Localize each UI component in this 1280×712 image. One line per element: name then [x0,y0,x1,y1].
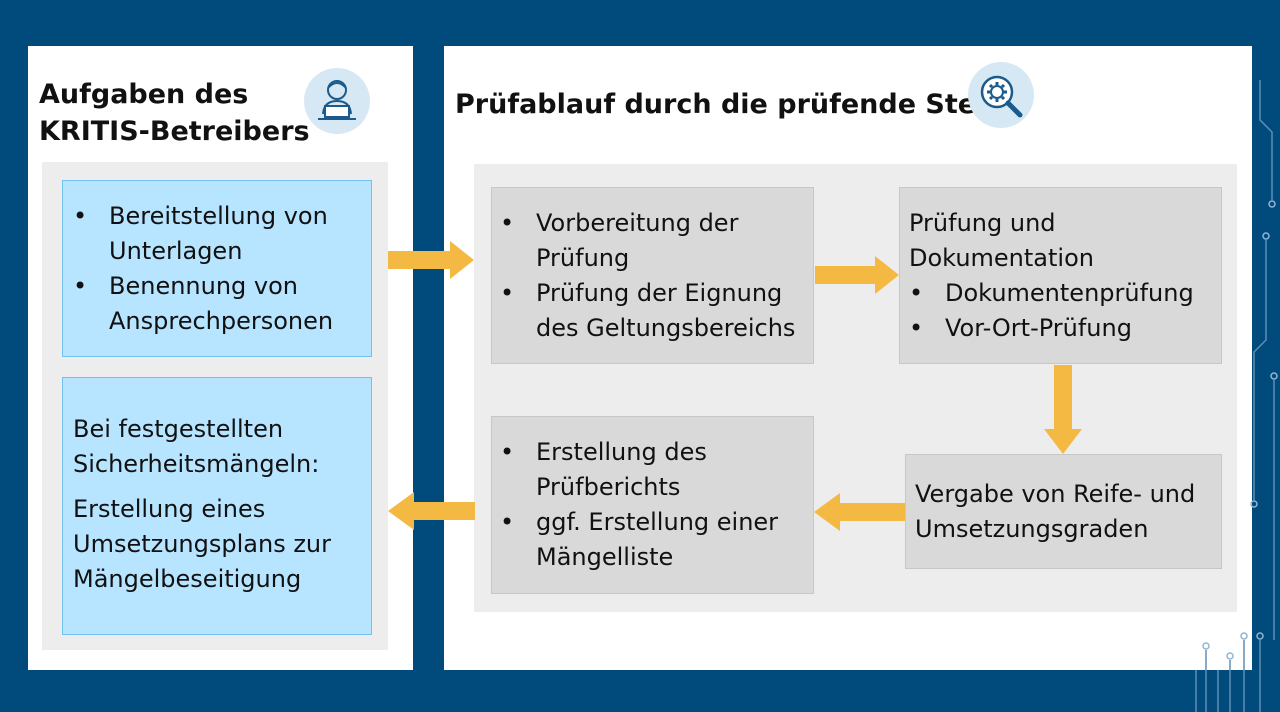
step-maturity-grading-box: Vergabe von Reife- und Umsetzungsgraden [905,454,1222,569]
report-list: Erstellung des Prüfberichts ggf. Erstell… [500,435,807,575]
list-item: Dokumentenprüfung [909,276,1215,311]
audit-process-title: Prüfablauf durch die prüfende Stelle [455,89,1013,120]
arrow-down-to-grading [1044,365,1082,454]
operator-tasks-title: Aufgaben des KRITIS-Betreibers [39,76,310,150]
circuit-decoration [1195,80,1278,712]
person-laptop-icon-graphic [318,80,356,120]
step-report-box: Erstellung des Prüfberichts ggf. Erstell… [491,416,814,594]
remediation-text: Erstellung eines Umsetzungsplans zur Män… [73,495,332,593]
arrow-left-to-operator [388,492,475,530]
step-preparation-box: Vorbereitung der Prüfung Prüfung der Eig… [491,187,814,364]
preparation-list: Vorbereitung der Prüfung Prüfung der Eig… [500,206,807,346]
audit-process-panel: Prüfablauf durch die prüfende Stelle Vor… [444,46,1252,670]
person-laptop-icon [304,68,370,134]
audit-documentation-intro: Prüfung und Dokumentation [909,209,1094,272]
list-item: ggf. Erstellung einer Mängelliste [500,505,807,575]
list-item: Vor-Ort-Prüfung [909,311,1215,346]
arrow-right-to-audit [815,256,899,294]
maturity-grading-text: Vergabe von Reife- und Umsetzungsgraden [915,480,1196,543]
operator-tasks-title-line2: KRITIS-Betreibers [39,116,310,147]
operator-items-list: Bereitstellung von Unterlagen Benennung … [73,199,363,339]
list-item: Erstellung des Prüfberichts [500,435,807,505]
gear-magnifier-icon-graphic [980,75,1023,118]
gear-magnifier-icon [968,62,1034,128]
arrow-left-to-report [814,493,905,531]
operator-box-documents: Bereitstellung von Unterlagen Benennung … [62,180,372,357]
audit-documentation-list: Dokumentenprüfung Vor-Ort-Prüfung [909,276,1215,346]
arrow-right-to-preparation [388,241,474,279]
operator-tasks-panel: Aufgaben des KRITIS-Betreibers Bereitste… [28,46,413,670]
list-item: Benennung von Ansprechpersonen [73,269,363,339]
operator-tasks-title-line1: Aufgaben des [39,79,249,110]
operator-box-remediation: Bei festgestellten Sicherheitsmängeln: E… [62,377,372,635]
step-audit-documentation-box: Prüfung und Dokumentation Dokumentenprüf… [899,187,1222,364]
list-item: Bereitstellung von Unterlagen [73,199,363,269]
list-item: Vorbereitung der Prüfung [500,206,807,276]
list-item: Prüfung der Eignung des Geltungsbereichs [500,276,807,346]
remediation-intro: Bei festgestellten Sicherheitsmängeln: [73,415,320,478]
